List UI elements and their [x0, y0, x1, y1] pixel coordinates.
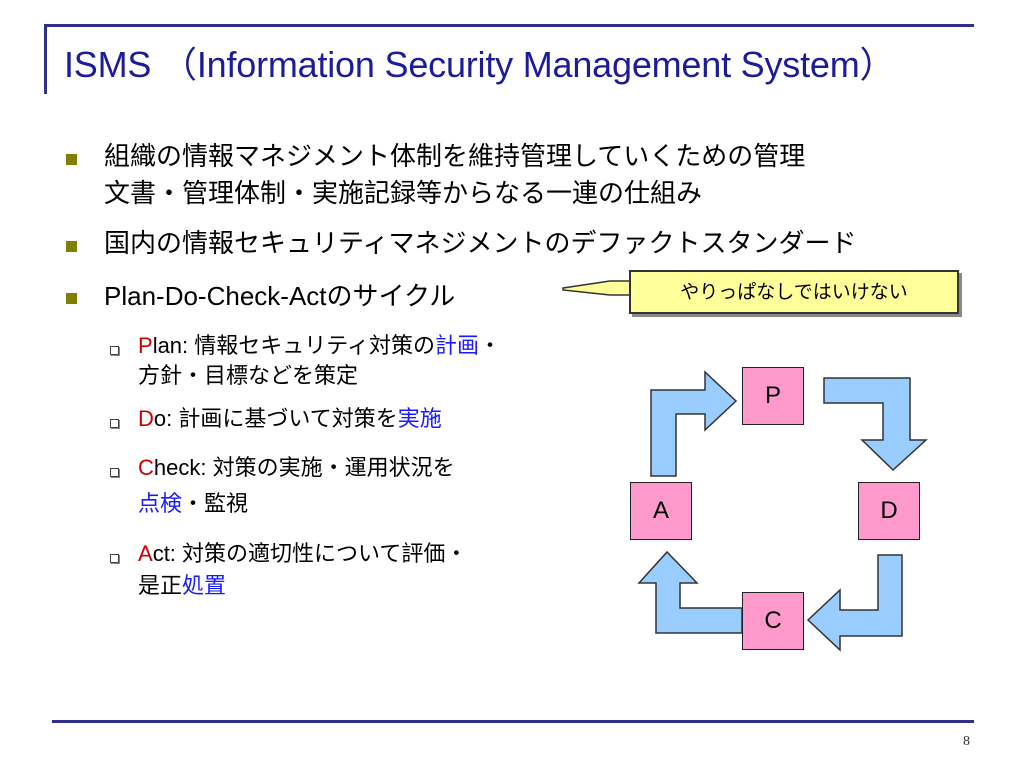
- bullet-marker: [66, 154, 77, 165]
- plan-highlight: 計画: [434, 334, 479, 359]
- title-frame-vertical-rule: [44, 24, 47, 94]
- slide-title: ISMS （Information Security Management Sy…: [64, 44, 896, 85]
- sub-bullet-check-line-2: 点検・監視: [138, 489, 248, 520]
- bullet-3-text: Plan-Do-Check-Actのサイクル: [104, 278, 455, 316]
- arrow-d-to-c: [806, 554, 903, 652]
- do-initial: D: [138, 406, 154, 431]
- footer-rule: [52, 720, 974, 723]
- page-number: 8: [963, 734, 970, 749]
- sub-bullet-box-icon: [110, 419, 119, 428]
- act-highlight: 処置: [182, 574, 227, 599]
- bullet-3-label: Plan-Do-Check-Actのサイクル: [104, 281, 456, 311]
- sub-bullet-plan-line-1: Plan: 情報セキュリティ対策の計画・: [138, 330, 501, 362]
- do-highlight: 実施: [397, 407, 442, 432]
- check-tail: ・監視: [182, 492, 249, 517]
- sub-bullet-box-icon: [110, 554, 119, 563]
- arrow-a-to-p: [650, 370, 738, 477]
- check-initial: C: [138, 455, 154, 480]
- bullet-2-text: 国内の情報セキュリティマネジメントのデファクトスタンダード: [104, 229, 857, 259]
- bullet-1-line-2: 文書・管理体制・実施記録等からなる一連の仕組み: [104, 179, 703, 209]
- bullet-marker: [66, 241, 77, 252]
- check-highlight: 点検: [138, 492, 183, 517]
- arrow-p-to-d: [823, 377, 928, 472]
- sub-bullet-act-line-2: 是正処置: [138, 571, 226, 602]
- sub-bullet-box-icon: [110, 346, 119, 355]
- pdca-check-box: C: [742, 592, 804, 650]
- pdca-act-box: A: [630, 482, 692, 540]
- arrow-c-to-a: [637, 550, 743, 634]
- bullet-1-line-1: 組織の情報マネジメント体制を維持管理していくための管理: [104, 142, 806, 172]
- sub-bullet-plan-line-2: 方針・目標などを策定: [138, 364, 359, 389]
- do-text: o: 計画に基づいて対策を: [153, 406, 398, 431]
- sub-bullet-do: Do: 計画に基づいて対策を実施: [138, 403, 442, 435]
- act-text: ct: 対策の適切性について評価・: [152, 541, 468, 566]
- sub-bullet-check-line-1: Check: 対策の実施・運用状況を: [138, 452, 455, 484]
- check-text: heck: 対策の実施・運用状況を: [153, 455, 455, 480]
- act-initial: A: [138, 541, 153, 566]
- pdca-do-box: D: [858, 482, 920, 540]
- plan-tail: ・: [478, 334, 501, 359]
- callout-note: やりっぱなしではいけない: [629, 270, 959, 314]
- title-frame-horizontal-rule: [44, 24, 974, 27]
- bullet-marker: [66, 293, 77, 304]
- sub-bullet-box-icon: [110, 468, 119, 477]
- act-line2: 是正: [138, 574, 183, 599]
- plan-initial: P: [138, 333, 153, 358]
- sub-bullet-act-line-1: Act: 対策の適切性について評価・: [138, 538, 467, 570]
- plan-text: lan: 情報セキュリティ対策の: [152, 333, 435, 358]
- pdca-plan-box: P: [742, 367, 804, 425]
